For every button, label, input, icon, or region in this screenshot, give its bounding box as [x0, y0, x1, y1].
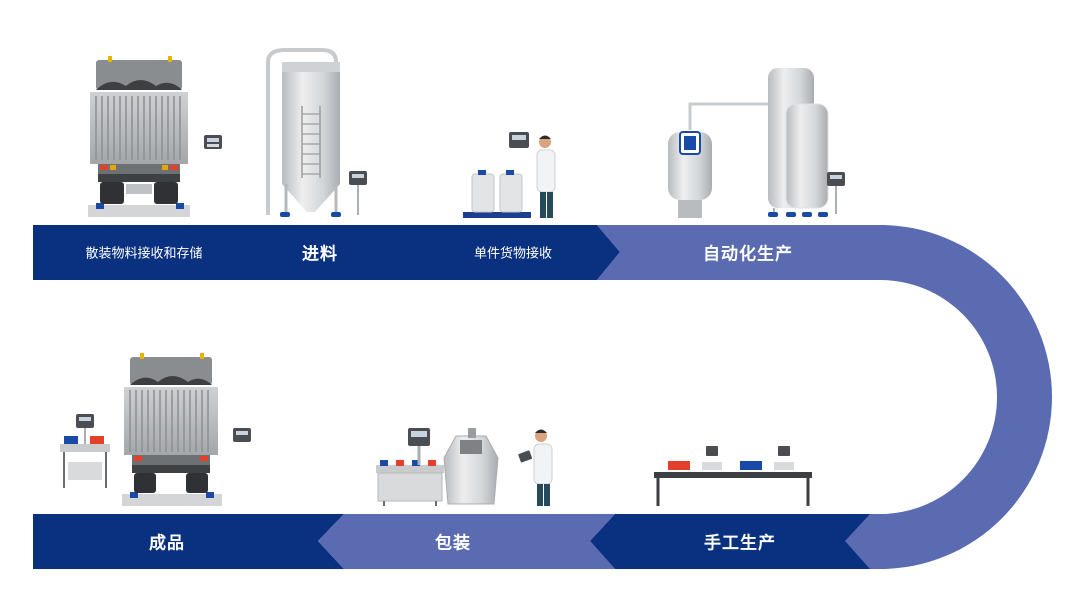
bottom-banner-packaging [318, 514, 615, 569]
reactor-vessel-icon [668, 102, 768, 218]
finished-goods-truck-icon [122, 353, 222, 506]
weighing-terminal-icon [509, 132, 529, 148]
bottom-banner-manual [590, 514, 870, 569]
step-label-bulk-receiving: 散装物料接收和存储 [85, 246, 203, 262]
bottom-banner-product [33, 514, 344, 569]
worker-figure-icon [536, 135, 556, 218]
storage-tank-icon [768, 68, 829, 217]
weighing-terminal-icon [827, 172, 845, 214]
step-label-packaging: 包装 [435, 533, 471, 554]
step-label-finished-products: 成品 [149, 533, 185, 554]
weighing-terminal-icon [204, 135, 222, 149]
goods-receiving-scale-icon [463, 170, 531, 218]
operator-with-tablet-icon [518, 429, 553, 506]
top-banner-dark [33, 225, 620, 280]
bulk-truck-icon [88, 56, 190, 217]
top-banner-light [597, 225, 885, 280]
return-loop-band [840, 225, 1052, 569]
weighing-terminal-icon [233, 428, 251, 442]
step-label-manual-production: 手工生产 [704, 533, 776, 554]
step-label-single-goods-receiving: 单件货物接收 [473, 246, 553, 262]
workbench-scales-icon [654, 446, 812, 506]
weighing-terminal-icon [349, 171, 367, 215]
step-label-feeding: 进料 [302, 244, 338, 265]
silo-icon [266, 48, 341, 217]
packaging-line-icon [376, 428, 499, 506]
step-label-automated-production: 自动化生产 [703, 244, 793, 265]
bench-scale-icon [60, 414, 110, 488]
